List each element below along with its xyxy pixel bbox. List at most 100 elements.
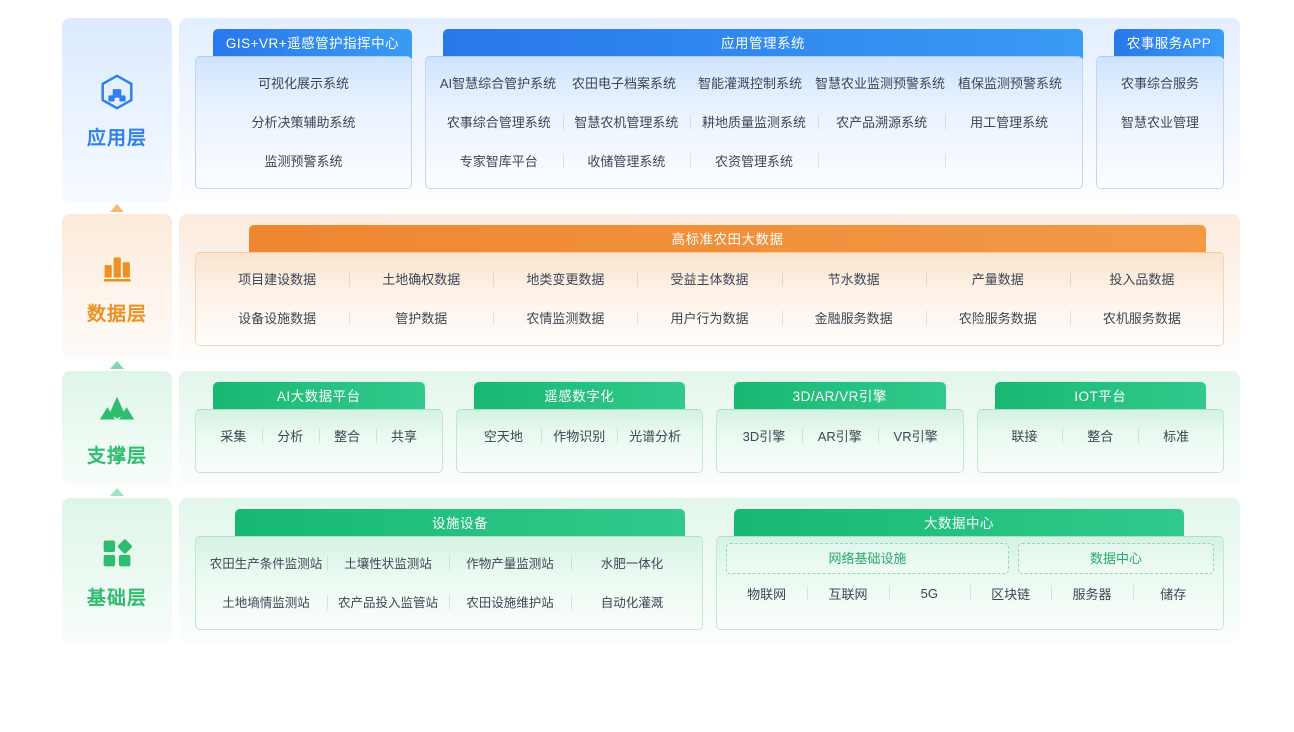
- card-item[interactable]: 土壤性状监测站: [327, 553, 449, 572]
- card-item[interactable]: 分析决策辅助系统: [251, 115, 356, 130]
- card-item[interactable]: 管护数据: [349, 308, 493, 327]
- card-application-management-system[interactable]: 应用管理系统 AI智慧综合管护系统 农田电子档案系统 智能灌溉控制系统 智慧农业…: [425, 29, 1083, 189]
- card-item[interactable]: 智慧农业监测预警系统: [815, 76, 946, 91]
- card-body: AI智慧综合管护系统 农田电子档案系统 智能灌溉控制系统 智慧农业监测预警系统 …: [425, 56, 1083, 189]
- card-high-standard-farmland-bigdata[interactable]: 高标准农田大数据 项目建设数据 土地确权数据 地类变更数据 受益主体数据 节水数…: [195, 225, 1224, 346]
- mountain-icon: [96, 389, 138, 431]
- card-item[interactable]: 整合: [319, 426, 376, 445]
- card-item[interactable]: 农田电子档案系统: [571, 76, 676, 91]
- card-item[interactable]: 水肥一体化: [571, 553, 693, 572]
- card-row: 农事综合服务: [1106, 63, 1214, 102]
- card-item[interactable]: 采集: [220, 429, 247, 444]
- card-body: 可视化展示系统 分析决策辅助系统 监测预警系统: [195, 56, 412, 189]
- card-item[interactable]: 地类变更数据: [493, 269, 637, 288]
- card-item[interactable]: 自动化灌溉: [571, 592, 693, 611]
- card-remote-sensing-digitalization[interactable]: 遥感数字化 空天地 作物识别 光谱分析: [455, 382, 703, 473]
- card-item[interactable]: 作物识别: [541, 426, 617, 445]
- card-item[interactable]: 光谱分析: [617, 426, 693, 445]
- card-gis-vr-command-center[interactable]: GIS+VR+遥感管护指挥中心 可视化展示系统 分析决策辅助系统 监测预警系统: [195, 29, 412, 189]
- card-item[interactable]: VR引擎: [878, 426, 954, 445]
- card-item[interactable]: 农田生产条件监测站: [209, 557, 323, 571]
- card-item[interactable]: 可视化展示系统: [257, 76, 349, 91]
- card-item[interactable]: 物联网: [747, 586, 787, 602]
- card-facilities-equipment[interactable]: 设施设备 农田生产条件监测站 土壤性状监测站 作物产量监测站 水肥一体化 土地墒…: [195, 509, 703, 630]
- card-item[interactable]: 分析: [262, 426, 319, 445]
- card-item[interactable]: AI智慧综合管护系统: [439, 76, 557, 91]
- layer-badge-application: 应用层: [62, 18, 172, 202]
- card-item[interactable]: 设备设施数据: [238, 311, 317, 326]
- card-item[interactable]: 农事综合服务: [1120, 76, 1199, 91]
- card-body: 农事综合服务 智慧农业管理: [1096, 56, 1224, 189]
- card-row: 专家智库平台 收储管理系统 农资管理系统: [435, 141, 1073, 180]
- card-item[interactable]: AR引擎: [802, 426, 878, 445]
- card-item[interactable]: 投入品数据: [1070, 269, 1214, 288]
- card-item[interactable]: 植保监测预警系统: [958, 76, 1063, 91]
- card-item[interactable]: 产量数据: [926, 269, 1070, 288]
- card-item[interactable]: 智能灌溉控制系统: [697, 76, 802, 91]
- card-item[interactable]: 互联网: [807, 584, 888, 603]
- card-item[interactable]: 共享: [376, 426, 433, 445]
- card-item[interactable]: 智慧农业管理: [1120, 115, 1199, 130]
- card-item[interactable]: 监测预警系统: [264, 154, 343, 169]
- layer-label-application: 应用层: [86, 127, 147, 149]
- card-item[interactable]: 3D引擎: [742, 429, 786, 444]
- layer-application: 应用层 GIS+VR+遥感管护指挥中心 可视化展示系统 分析决策辅助系统 监测预…: [62, 18, 1240, 202]
- card-title: 遥感数字化: [473, 382, 685, 412]
- card-item[interactable]: 整合: [1062, 426, 1138, 445]
- card-item[interactable]: 服务器: [1051, 584, 1132, 603]
- subbox-row: 网络基础设施 数据中心: [726, 543, 1214, 574]
- card-item[interactable]: 土地墒情监测站: [222, 596, 310, 610]
- card-item[interactable]: 标准: [1138, 426, 1214, 445]
- card-item[interactable]: 农产品溯源系统: [818, 112, 946, 131]
- card-item[interactable]: 作物产量监测站: [449, 553, 571, 572]
- layer-support: 支撑层 AI大数据平台 采集 分析 整合 共享 遥感数字化: [62, 361, 1240, 486]
- card-item[interactable]: 空天地: [483, 429, 523, 444]
- connector-arrow-icon: [110, 488, 124, 496]
- card-item[interactable]: 土地确权数据: [349, 269, 493, 288]
- card-item[interactable]: 受益主体数据: [637, 269, 781, 288]
- card-row: 可视化展示系统: [205, 63, 402, 102]
- subbox-data-center[interactable]: 数据中心: [1018, 543, 1214, 574]
- card-item[interactable]: 农险服务数据: [926, 308, 1070, 327]
- card-ai-bigdata-platform[interactable]: AI大数据平台 采集 分析 整合 共享: [195, 382, 443, 473]
- card-row: 空天地 作物识别 光谱分析: [466, 416, 694, 455]
- card-item[interactable]: 农事综合管理系统: [446, 115, 551, 130]
- card-item[interactable]: 智慧农机管理系统: [563, 112, 691, 131]
- card-item[interactable]: 储存: [1133, 584, 1214, 603]
- card-item[interactable]: 联接: [1011, 429, 1038, 444]
- connector-arrow-icon: [110, 204, 124, 212]
- card-body: 空天地 作物识别 光谱分析: [455, 409, 703, 473]
- layer-panel-data: 高标准农田大数据 项目建设数据 土地确权数据 地类变更数据 受益主体数据 节水数…: [179, 214, 1240, 359]
- card-bigdata-center[interactable]: 大数据中心 网络基础设施 数据中心 物联网 互联网 5G 区块链 服务器 储存: [716, 509, 1224, 630]
- card-item[interactable]: 农情监测数据: [493, 308, 637, 327]
- subbox-network-infrastructure[interactable]: 网络基础设施: [726, 543, 1009, 574]
- card-row: 土地墒情监测站 农产品投入监管站 农田设施维护站 自动化灌溉: [205, 582, 693, 621]
- card-body: 项目建设数据 土地确权数据 地类变更数据 受益主体数据 节水数据 产量数据 投入…: [195, 252, 1224, 346]
- card-item[interactable]: 用工管理系统: [945, 112, 1073, 131]
- card-row: 智慧农业管理: [1106, 102, 1214, 141]
- card-item[interactable]: 农田设施维护站: [449, 592, 571, 611]
- connector-arrow-icon: [110, 361, 124, 369]
- layer-panel-application: GIS+VR+遥感管护指挥中心 可视化展示系统 分析决策辅助系统 监测预警系统: [179, 18, 1240, 202]
- card-item[interactable]: 专家智库平台: [459, 154, 538, 169]
- card-farming-service-app[interactable]: 农事服务APP 农事综合服务 智慧农业管理: [1096, 29, 1224, 189]
- card-item[interactable]: 农产品投入监管站: [327, 592, 449, 611]
- card-title: GIS+VR+遥感管护指挥中心: [213, 29, 412, 59]
- card-title: 设施设备: [235, 509, 685, 539]
- blocks-icon: [96, 531, 138, 573]
- card-item[interactable]: 节水数据: [782, 269, 926, 288]
- card-item[interactable]: 农资管理系统: [690, 151, 818, 170]
- card-item[interactable]: 农机服务数据: [1070, 308, 1214, 327]
- card-item[interactable]: 耕地质量监测系统: [690, 112, 818, 131]
- card-iot-platform[interactable]: IOT平台 联接 整合 标准: [976, 382, 1224, 473]
- card-item[interactable]: 收储管理系统: [563, 151, 691, 170]
- layer-label-foundation: 基础层: [86, 588, 147, 609]
- card-item[interactable]: 区块链: [970, 584, 1051, 603]
- card-title: 农事服务APP: [1114, 29, 1224, 59]
- card-item[interactable]: 用户行为数据: [637, 308, 781, 327]
- card-3d-ar-vr-engine[interactable]: 3D/AR/VR引擎 3D引擎 AR引擎 VR引擎: [716, 382, 964, 473]
- card-item[interactable]: 金融服务数据: [782, 308, 926, 327]
- card-item[interactable]: 项目建设数据: [238, 272, 317, 287]
- card-item[interactable]: 5G: [889, 586, 970, 601]
- layer-badge-foundation: 基础层: [62, 498, 172, 643]
